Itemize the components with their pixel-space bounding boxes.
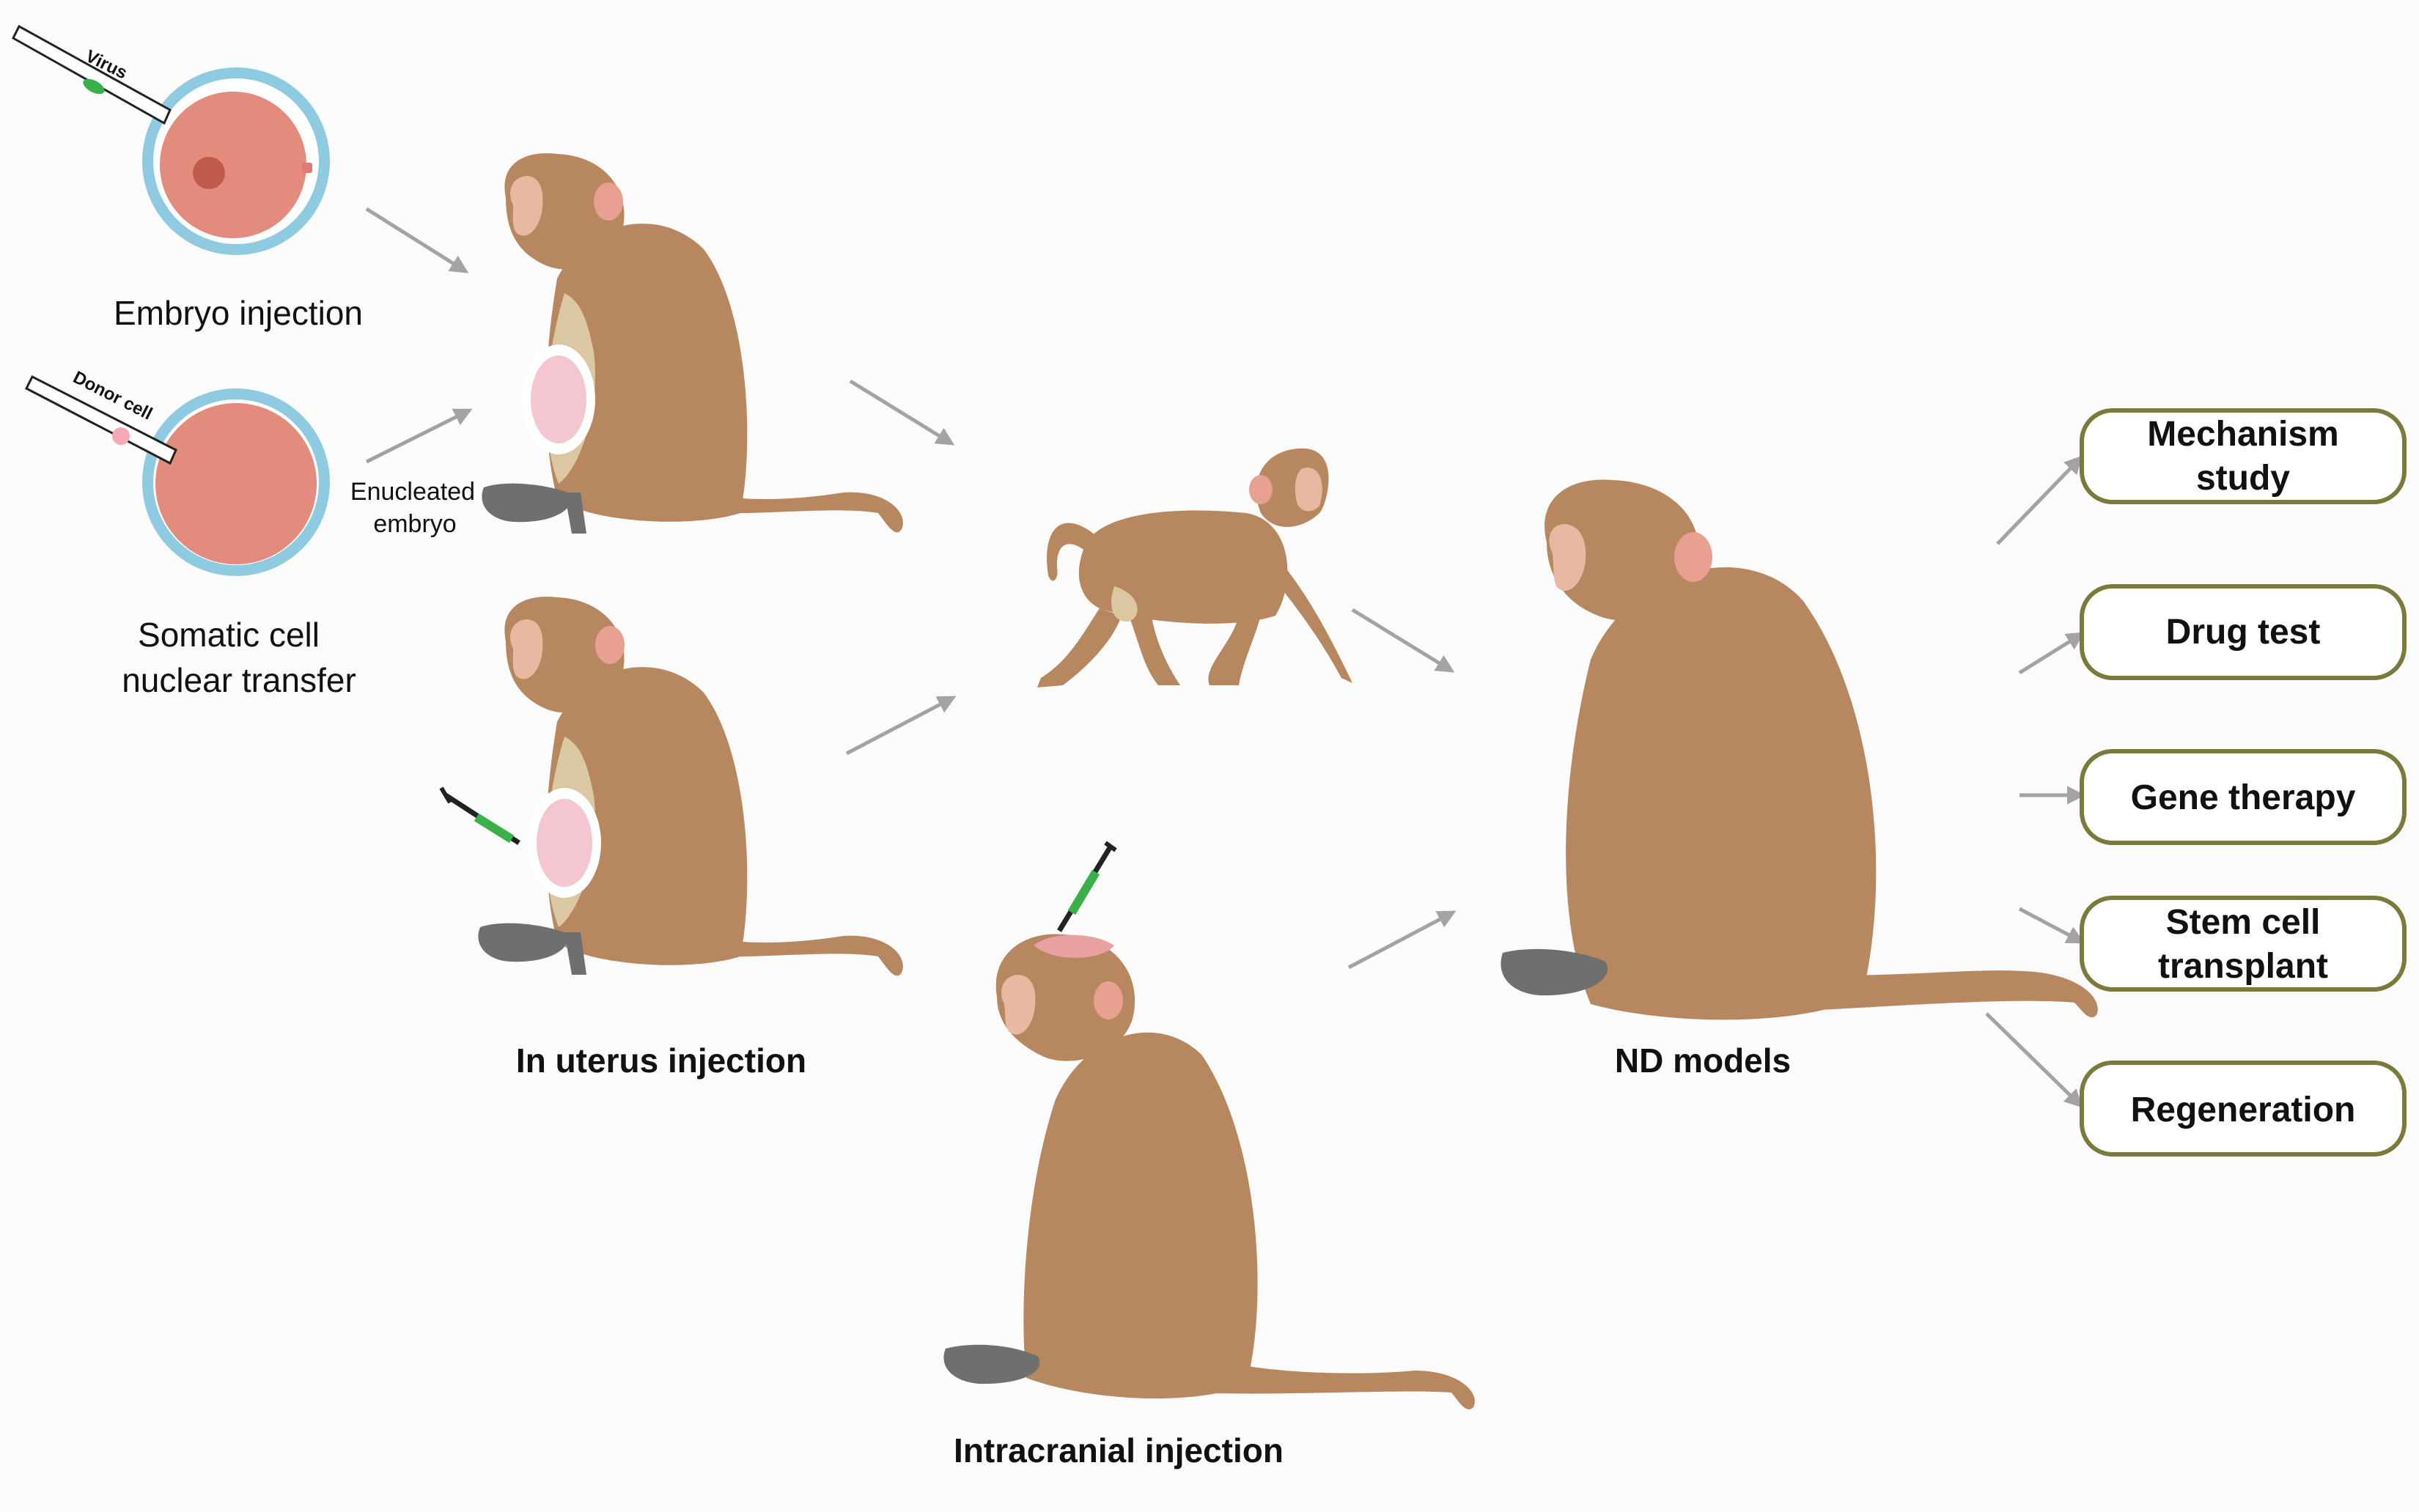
intracranial-monkey <box>943 841 1475 1409</box>
scnt-illustration: Donor cell <box>24 367 330 576</box>
nd-model-monkey <box>1501 479 2098 1020</box>
embryo-injection-label: Embryo injection <box>114 294 363 332</box>
application-regeneration-label: Regeneration <box>2131 1091 2356 1129</box>
scnt-label-line1: Somatic cell <box>138 616 320 654</box>
application-gene-therapy-label: Gene therapy <box>2131 778 2356 817</box>
arrow-uterus-to-infant <box>845 696 957 756</box>
surrogate-monkey-top <box>482 153 903 534</box>
arrow-intracranial-to-nd <box>1347 910 1457 970</box>
in-uterus-label: In uterus injection <box>516 1041 806 1080</box>
arrow-scnt-to-surrogate <box>365 408 473 464</box>
enucleated-label-line1: Enucleated <box>350 478 475 506</box>
application-stem-cell-line1: Stem cell <box>2166 903 2321 942</box>
application-mechanism-line2: study <box>2196 459 2290 498</box>
syringe-icon <box>1057 841 1117 932</box>
arrow-to-regeneration <box>1985 1012 2083 1108</box>
surrogate-monkey-bottom <box>439 597 903 976</box>
syringe-icon <box>439 786 520 845</box>
application-boxes: Mechanism study Drug test Gene therapy S… <box>2080 408 2407 1157</box>
arrow-to-drug-test <box>2018 632 2085 675</box>
application-gene-therapy: Gene therapy <box>2080 749 2407 845</box>
nd-models-label: ND models <box>1615 1041 1791 1080</box>
intracranial-label: Intracranial injection <box>954 1431 1284 1469</box>
flow-arrows <box>365 207 2085 1108</box>
enucleated-label-line2: embryo <box>373 510 456 538</box>
infant-monkey <box>1037 448 1352 687</box>
arrow-to-stem-cell <box>2018 907 2085 944</box>
application-regeneration: Regeneration <box>2080 1061 2407 1157</box>
scnt-label-line2: nuclear transfer <box>122 661 356 699</box>
embryo-injection-illustration: Virus <box>12 24 330 255</box>
application-drug-test: Drug test <box>2080 584 2407 680</box>
application-mechanism-study: Mechanism study <box>2080 408 2407 504</box>
arrow-to-mechanism <box>1996 455 2083 545</box>
application-drug-test-label: Drug test <box>2166 613 2321 652</box>
application-stem-cell-transplant: Stem cell transplant <box>2080 896 2407 992</box>
virus-needle-icon <box>12 24 172 125</box>
arrow-surrogate-to-infant <box>849 379 955 446</box>
arrow-embryo-to-surrogate <box>365 207 469 273</box>
arrow-infant-to-nd <box>1351 608 1455 673</box>
application-stem-cell-line2: transplant <box>2158 947 2328 986</box>
donor-cell-needle-icon <box>24 375 177 465</box>
application-mechanism-line1: Mechanism <box>2147 415 2338 454</box>
